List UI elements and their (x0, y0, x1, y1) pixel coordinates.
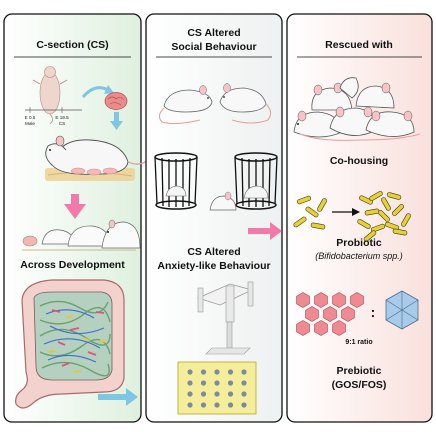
mother-mouse-icon (45, 135, 149, 181)
ratio-label: 9:1 ratio (345, 339, 372, 346)
timeline-e0: E 0.5 (25, 115, 36, 120)
probiotic-label: Probiotic (336, 237, 382, 249)
timeline-cs: CS (59, 121, 65, 126)
ratio-colon: : (371, 304, 376, 320)
three-chamber-test-icon (154, 152, 278, 211)
bacterium-rod (357, 219, 371, 229)
marble (214, 380, 220, 386)
gos-hexagon (296, 320, 310, 336)
panel-rescued-frame (286, 13, 433, 423)
bacterium-rod (401, 213, 411, 227)
marble (227, 402, 234, 408)
timeline-male: Male (25, 121, 35, 126)
marble (187, 380, 193, 386)
marble (241, 369, 247, 375)
bacterium-rod (392, 204, 404, 216)
across-development-label: Across Development (20, 259, 125, 271)
marble (214, 391, 220, 397)
bacterium-rod (369, 191, 383, 201)
bacterium-rod (386, 192, 402, 200)
bacterium-rod (370, 223, 386, 233)
bacterium-rod (293, 216, 307, 228)
curved-arrow-head-icon (104, 85, 114, 94)
gos-hexagon (332, 292, 346, 308)
marble (200, 380, 207, 386)
bacterium-rod (392, 228, 408, 236)
bacterium-rod (305, 206, 319, 218)
probiotic-species-label: (Bifidobacterium spp.) (315, 251, 403, 261)
curved-arrow-icon (81, 86, 109, 99)
marble (227, 380, 234, 386)
gos-hexagon (296, 292, 310, 308)
bacterium-rod (381, 197, 391, 211)
gos-hexagons-icon (296, 292, 364, 336)
panel-altered: CS Altered Social Behaviour (145, 13, 283, 423)
gos-hexagon (314, 292, 328, 308)
cohousing-label: Co-housing (330, 155, 388, 167)
bacterium-rod (378, 210, 390, 222)
bacterium-rod (317, 198, 327, 212)
gos-hexagon (332, 320, 346, 336)
panel-altered-header-line1: CS Altered (187, 27, 240, 39)
bacterium-rod (296, 195, 312, 205)
anxiety-header-line2: Anxiety-like Behaviour (157, 260, 270, 272)
marble-burying-icon (177, 361, 257, 415)
marble (241, 402, 247, 408)
panel-altered-frame (145, 13, 283, 423)
marble (241, 391, 247, 397)
gos-hexagon (350, 292, 364, 308)
cohousing-mice-icon (293, 77, 421, 141)
gestation-timeline: E 0.5 Male E 19.5 CS (25, 107, 82, 126)
elevated-plus-maze-icon (196, 281, 254, 355)
neonate-pup-icon (32, 66, 68, 125)
bacterium-rod (363, 230, 377, 242)
social-mice-icon (158, 83, 272, 125)
marble (214, 402, 220, 408)
marble (227, 391, 234, 397)
panel-cs-header: C-section (CS) (36, 39, 108, 51)
gut-microbiota-icon (15, 279, 125, 409)
bacterium-rod (359, 195, 373, 205)
pink-down-arrow-icon (64, 194, 86, 219)
panel-rescued: Rescued with Co-housing (286, 13, 433, 423)
marble (200, 369, 207, 375)
anxiety-header-line1: CS Altered (187, 246, 240, 258)
marble (214, 369, 220, 375)
down-arrow-icon (110, 112, 123, 130)
prebiotic-label-line1: Prebiotic (337, 365, 382, 377)
marble (200, 391, 207, 397)
development-sequence-icon (22, 219, 141, 251)
marble (187, 391, 193, 397)
fos-crystal-icon (385, 290, 419, 330)
gos-hexagon (341, 306, 355, 322)
marble (187, 369, 193, 375)
panel-altered-header-line2: Social Behaviour (171, 41, 256, 53)
bacterium-rod (310, 222, 326, 230)
marble (241, 380, 247, 386)
pink-right-arrow-icon (248, 222, 282, 240)
panel-rescued-header: Rescued with (325, 39, 393, 51)
gos-hexagon (314, 320, 328, 336)
timeline-e19: E 19.5 (55, 115, 69, 120)
probiotic-bacteria-icon (293, 191, 411, 242)
marble (227, 369, 234, 375)
brain-icon (104, 92, 128, 110)
marble (187, 402, 193, 408)
gos-hexagon (305, 306, 319, 322)
panel-cs: C-section (CS) E 0.5 Male E 19.5 CS (3, 13, 149, 423)
prebiotic-label-line2: (GOS/FOS) (332, 379, 387, 391)
bacterium-rod (384, 221, 400, 231)
right-arrow-icon (98, 388, 138, 406)
gos-hexagon (323, 306, 337, 322)
marble (200, 402, 207, 408)
